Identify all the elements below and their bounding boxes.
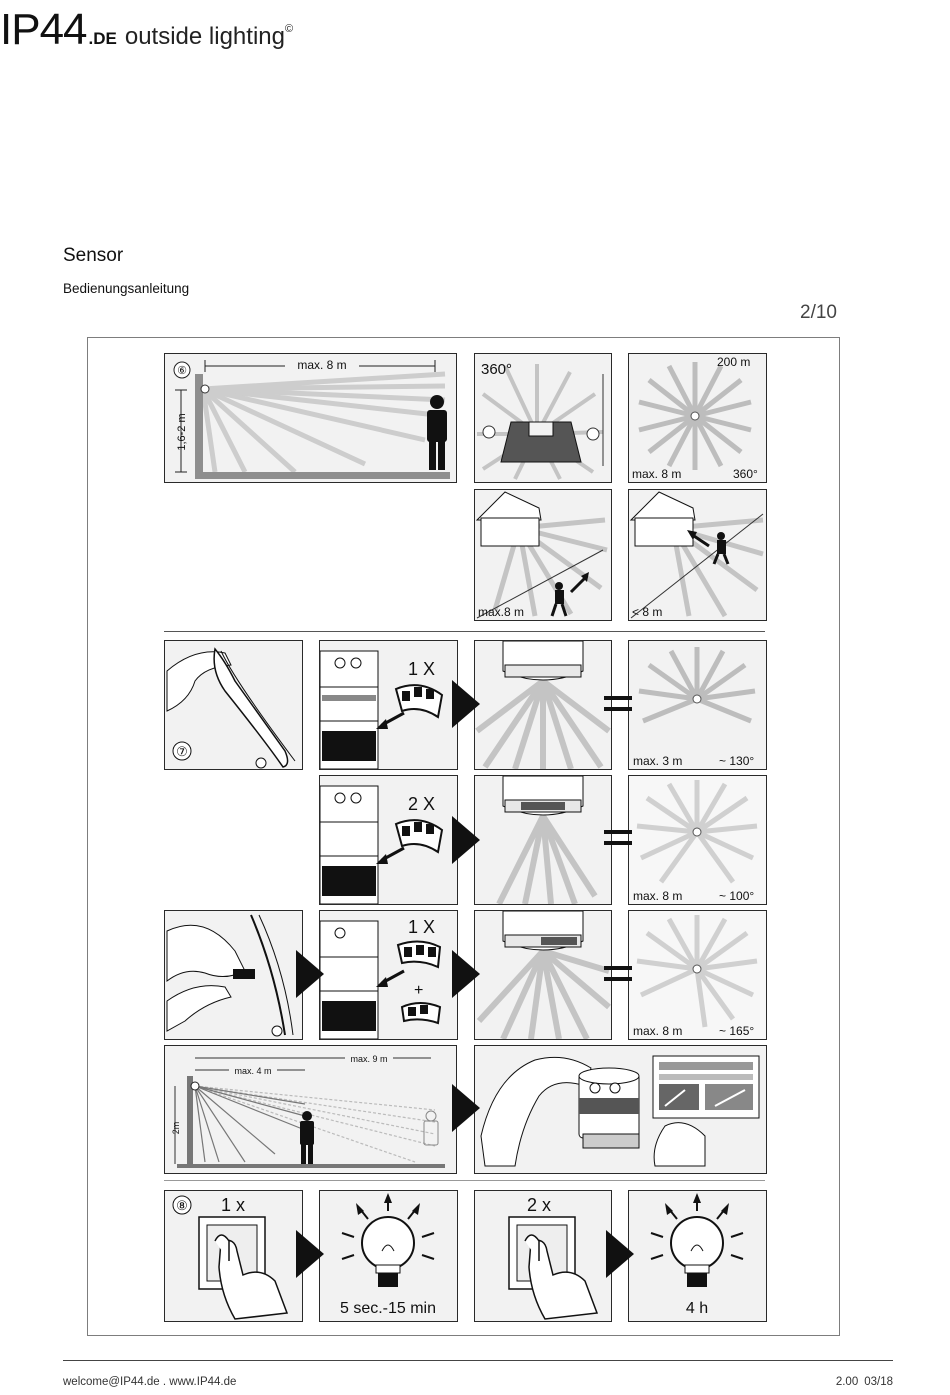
switch-2x-drawing: 2 x [475,1191,611,1321]
figure-8-number: ⑧ [176,1198,188,1213]
lens-165-drawing [475,911,611,1039]
row1-angle-label: ~ 130° [719,754,754,768]
adjust-sensor-drawing [475,1046,766,1173]
row2-press-label: 2 X [408,794,435,814]
page-number: 2/10 [800,302,837,323]
lens-165-panel [474,910,612,1040]
footer-date: 03/18 [864,1376,893,1388]
figure-7-number: ⑦ [176,744,188,759]
right-press-label: 2 x [527,1195,551,1215]
coverage-100-drawing: max. 8 m ~ 100° [629,776,766,904]
lens-130-drawing [475,641,611,769]
logo-suffix: .DE [88,29,117,48]
footer-meta: 2.00 03/18 [830,1376,893,1388]
side-range-drawing: max. 4 m max. 9 m 2m [165,1046,456,1173]
switch-1x-drawing: ⑧ 1 x [165,1191,302,1321]
row1-distance-label: max. 3 m [633,754,682,768]
lens-130-panel [474,640,612,770]
left-time-label: 5 sec.-15 min [340,1300,436,1317]
coverage-130-drawing: max. 3 m ~ 130° [629,641,766,769]
bulb-4h-panel: 4 h [628,1190,767,1322]
row3-press-label: 1 X [408,917,435,937]
footer-divider [63,1360,893,1361]
insert-shield-drawing [165,911,302,1039]
house-left-label: max.8 m [478,605,524,619]
row2-angle-label: ~ 100° [719,889,754,903]
bulb-4h-drawing: 4 h [629,1191,766,1321]
press-2x-drawing: 2 X [320,776,457,904]
top-view-angle-label: 360° [481,361,512,378]
press-1x-plus-panel: 1 X + [319,910,458,1040]
cap-open-panel: ⑦ [164,640,303,770]
figure-6-number: ⑥ [177,365,187,377]
lens-100-panel [474,775,612,905]
coverage-165-panel: max. 8 m ~ 165° [628,910,767,1040]
coverage-360-panel: 200 m max. 8 m 360° [628,353,767,483]
document-title: Sensor [63,245,124,266]
logo-main: IP44 [0,5,88,54]
instruction-illustration: ⑥ max. 8 m 1,6-2 m 360° [87,337,840,1336]
house-approach-panel: max.8 m [474,489,612,621]
logo-tagline: outside lighting [124,23,285,50]
arrow-right-icon [452,1084,480,1132]
mount-height-label: 1,6-2 m [176,413,188,450]
switch-2x-panel: 2 x [474,1190,612,1322]
side-view-panel: ⑥ max. 8 m 1,6-2 m [164,353,457,483]
press-1x-panel: 1 X [319,640,458,770]
press-1x-drawing: 1 X [320,641,457,769]
max-distance-label: max. 8 m [297,358,346,372]
coverage-130-panel: max. 3 m ~ 130° [628,640,767,770]
arrow-right-icon [452,816,480,864]
left-press-label: 1 x [221,1195,245,1215]
arrow-right-icon [606,1230,634,1278]
row1-press-label: 1 X [408,659,435,679]
side-short-label: max. 4 m [234,1066,271,1076]
arrow-right-icon [452,680,480,728]
house-lateral-panel: < 8 m [628,489,767,621]
arrow-right-icon [452,950,480,998]
house-right-label: < 8 m [632,605,662,619]
arrow-right-icon [296,1230,324,1278]
logo-copyright: © [284,22,294,35]
side-long-label: max. 9 m [350,1054,387,1064]
row3-plus-label: + [414,982,423,999]
bulb-timer-panel: 5 sec.-15 min [319,1190,458,1322]
arrow-right-icon [296,950,324,998]
bulb-timer-drawing: 5 sec.-15 min [320,1191,457,1321]
coverage-165-drawing: max. 8 m ~ 165° [629,911,766,1039]
top-view-360-panel: 360° [474,353,612,483]
figure-divider-2 [164,1180,765,1181]
coverage-angle-label: 360° [733,467,758,481]
top-view-360-drawing: 360° [475,354,611,482]
document-subtitle: Bedienungsanleitung [63,281,190,296]
cap-open-drawing: ⑦ [165,641,302,769]
lens-100-drawing [475,776,611,904]
house-approach-drawing: max.8 m [475,490,611,620]
footer-contact: welcome@IP44.de . www.IP44.de [63,1376,237,1388]
brand-logo: IP44.DE outside lighting© [0,8,293,52]
side-view-drawing: ⑥ max. 8 m 1,6-2 m [165,354,456,482]
switch-1x-panel: ⑧ 1 x [164,1190,303,1322]
row3-angle-label: ~ 165° [719,1024,754,1038]
side-height-label: 2m [171,1122,181,1135]
footer-version: 2.00 [835,1376,859,1388]
right-time-label: 4 h [686,1300,708,1317]
press-2x-panel: 2 X [319,775,458,905]
figure-divider-1 [164,631,765,632]
insert-shield-panel [164,910,303,1040]
row3-distance-label: max. 8 m [633,1024,682,1038]
coverage-max-label: max. 8 m [632,467,681,481]
equals-icon [604,696,632,711]
row2-distance-label: max. 8 m [633,889,682,903]
press-1x-plus-drawing: 1 X + [320,911,457,1039]
equals-icon [604,966,632,981]
house-lateral-drawing: < 8 m [629,490,766,620]
coverage-100-panel: max. 8 m ~ 100° [628,775,767,905]
side-range-panel: max. 4 m max. 9 m 2m [164,1045,457,1174]
range-label: 200 m [717,355,750,369]
adjust-sensor-panel [474,1045,767,1174]
coverage-360-drawing: 200 m max. 8 m 360° [629,354,766,482]
equals-icon [604,830,632,845]
